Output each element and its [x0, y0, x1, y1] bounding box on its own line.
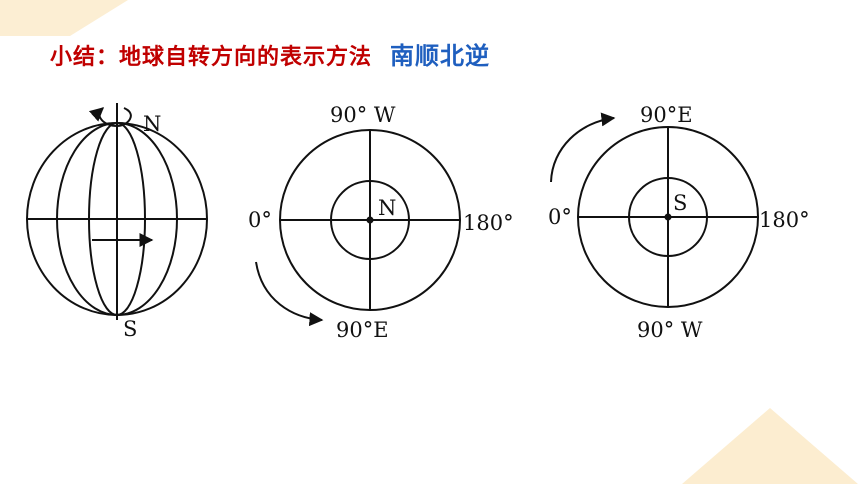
south-rotation-arrow — [550, 112, 616, 183]
south-left-label: 0° — [548, 205, 572, 229]
north-pole-point — [366, 216, 374, 224]
south-pole-point — [664, 213, 672, 221]
rule-text: 南顺北逆 — [390, 42, 491, 70]
south-pole-view — [550, 112, 759, 308]
globe-south-label: S — [123, 317, 137, 341]
south-right-label: 180° — [759, 208, 810, 232]
north-rotation-arrow — [255, 261, 324, 327]
north-top-label: 90° W — [330, 103, 396, 127]
south-bottom-label: 90° W — [637, 318, 703, 342]
title-row: 小结：地球自转方向的表示方法 南顺北逆 — [50, 36, 490, 76]
north-center-label: N — [378, 196, 396, 220]
north-bottom-label: 90°E — [336, 318, 389, 342]
pole-rotation-arrow — [88, 107, 132, 128]
north-right-label: 180° — [463, 211, 514, 235]
north-left-label: 0° — [248, 208, 272, 232]
globe-north-label: N — [143, 112, 161, 136]
north-pole-view — [255, 129, 461, 327]
slide-title: 小结：地球自转方向的表示方法 — [50, 45, 373, 70]
globe-diagram — [26, 103, 208, 320]
south-top-label: 90°E — [640, 103, 693, 127]
south-center-label: S — [673, 191, 687, 215]
